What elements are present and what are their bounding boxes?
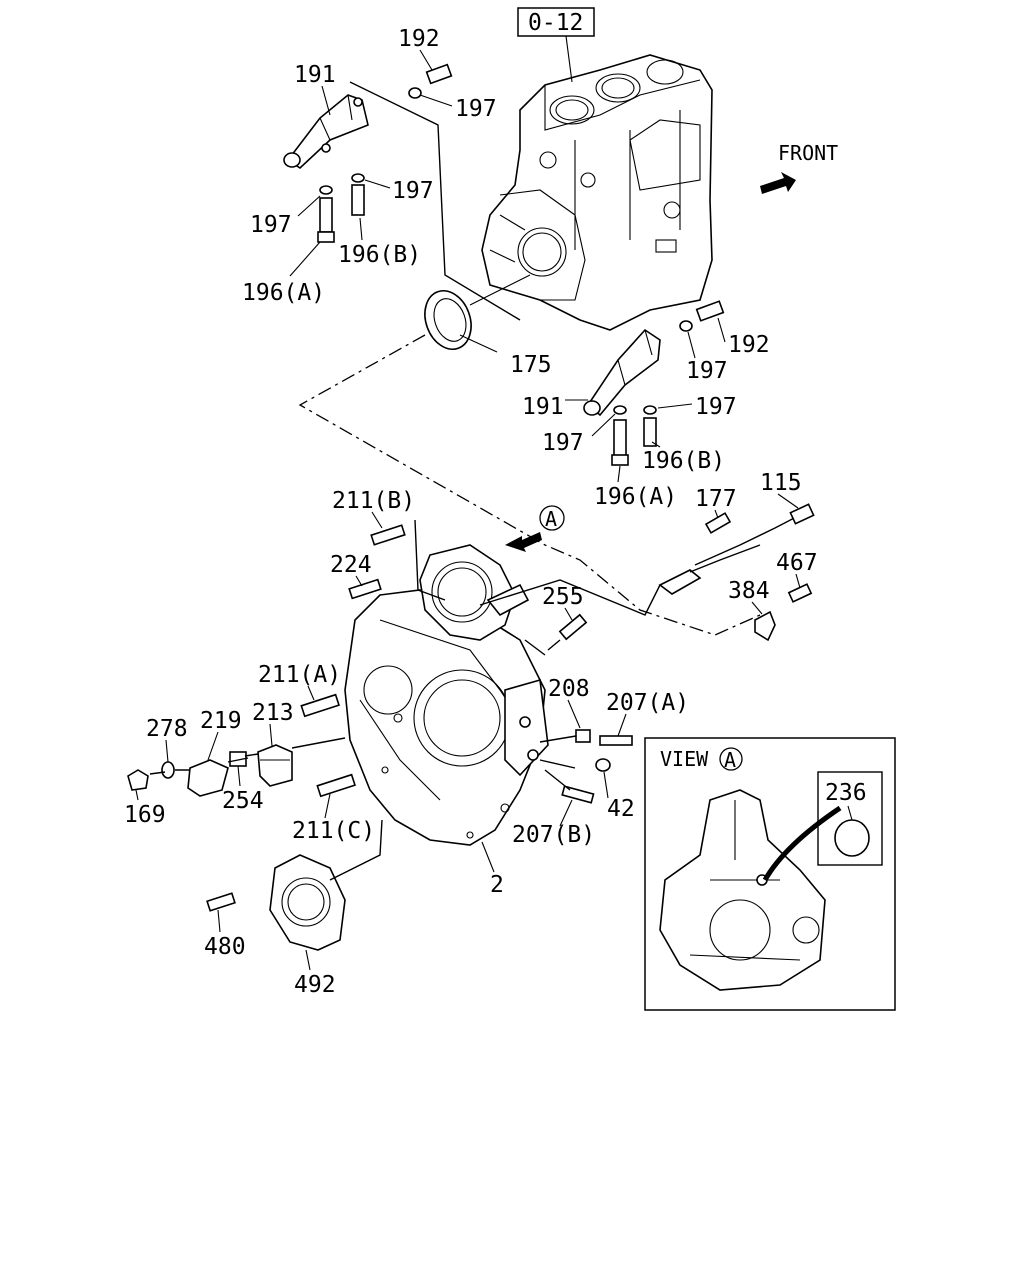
pin-255 [558, 613, 588, 641]
label-192[interactable]: 192 [398, 26, 440, 52]
part-labels: 192 191 197 197 197 196(B) 196(A) 175 19… [124, 26, 867, 998]
label-196a[interactable]: 196(A) [594, 484, 677, 510]
front-arrow-icon [760, 172, 796, 194]
label-492[interactable]: 492 [294, 972, 336, 998]
label-197[interactable]: 197 [250, 212, 292, 238]
label-236[interactable]: 236 [825, 780, 867, 806]
oil-seal-175 [424, 290, 472, 350]
stud-207b [561, 785, 595, 804]
label-213[interactable]: 213 [252, 700, 294, 726]
page-ref[interactable]: 0-12 [528, 10, 583, 36]
mount-bracket-right [583, 300, 725, 466]
view-a-pointer [762, 805, 842, 882]
bolt-211c [316, 773, 356, 798]
assembly-leader [298, 334, 761, 636]
label-196b[interactable]: 196(B) [642, 448, 725, 474]
view-direction-arrow-icon [505, 532, 542, 552]
label-196b[interactable]: 196(B) [338, 242, 421, 268]
label-191[interactable]: 191 [522, 394, 564, 420]
label-191[interactable]: 191 [294, 62, 336, 88]
view-title: VIEW [660, 747, 709, 771]
label-197[interactable]: 197 [695, 394, 737, 420]
label-278[interactable]: 278 [146, 716, 188, 742]
label-211b[interactable]: 211(B) [332, 488, 415, 514]
label-211a[interactable]: 211(A) [258, 662, 341, 688]
label-42[interactable]: 42 [607, 796, 635, 822]
label-384[interactable]: 384 [728, 578, 770, 604]
label-197[interactable]: 197 [686, 358, 728, 384]
bolt-211a [300, 693, 340, 718]
label-224[interactable]: 224 [330, 552, 372, 578]
bush-208 [575, 729, 591, 743]
sensor-harness [658, 503, 815, 642]
label-175[interactable]: 175 [510, 352, 552, 378]
label-192[interactable]: 192 [728, 332, 770, 358]
label-219[interactable]: 219 [200, 708, 242, 734]
label-207b[interactable]: 207(B) [512, 822, 595, 848]
label-254[interactable]: 254 [222, 788, 264, 814]
label-177[interactable]: 177 [695, 486, 737, 512]
stud-207a [599, 735, 633, 746]
view-a-inset: VIEW A [644, 737, 896, 1011]
label-197[interactable]: 197 [542, 430, 584, 456]
rear-cover-492 [206, 854, 346, 951]
bolt-211b [370, 524, 406, 546]
view-a-marker[interactable] [539, 505, 565, 531]
label-197[interactable]: 197 [392, 178, 434, 204]
stud-224 [348, 578, 382, 600]
plug-42 [595, 758, 611, 772]
label-255[interactable]: 255 [542, 584, 584, 610]
label-2[interactable]: 2 [490, 872, 504, 898]
label-211c[interactable]: 211(C) [292, 818, 375, 844]
flywheel-housing [344, 589, 549, 846]
front-label: FRONT [778, 141, 838, 165]
page-ref-box [517, 7, 595, 37]
label-197[interactable]: 197 [455, 96, 497, 122]
engine-block [481, 54, 713, 331]
label-208[interactable]: 208 [548, 676, 590, 702]
label-480[interactable]: 480 [204, 934, 246, 960]
left-parts [127, 744, 293, 797]
label-115[interactable]: 115 [760, 470, 802, 496]
mount-bracket-left [283, 63, 453, 243]
label-207a[interactable]: 207(A) [606, 690, 689, 716]
label-169[interactable]: 169 [124, 802, 166, 828]
view-title-marker: A [724, 748, 736, 772]
view-a-marker-label: A [545, 507, 557, 531]
label-196a[interactable]: 196(A) [242, 280, 325, 306]
label-467[interactable]: 467 [776, 550, 818, 576]
